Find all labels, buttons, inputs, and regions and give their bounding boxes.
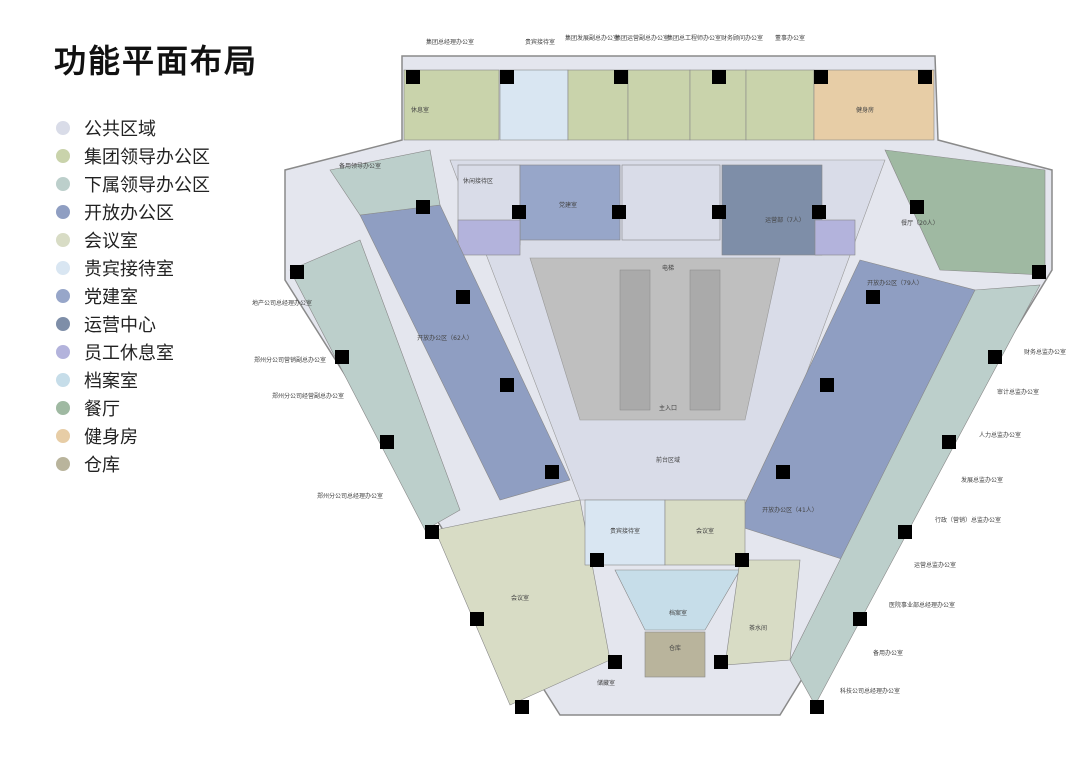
legend-item-dining: 餐厅 <box>56 394 210 422</box>
label-right2: 审计总监办公室 <box>997 388 1039 396</box>
legend-item-vip: 贵宾接待室 <box>56 254 210 282</box>
label-party: 党建室 <box>559 201 577 209</box>
legend-label: 员工休息室 <box>84 343 174 364</box>
room-store <box>644 631 706 678</box>
label-openleft: 开放办公区（62人） <box>417 334 473 342</box>
label-right1: 财务总监办公室 <box>1024 348 1066 356</box>
legend-label: 仓库 <box>84 455 120 476</box>
legend-swatch <box>56 261 70 275</box>
label-lounge: 休闲接待区 <box>463 177 493 185</box>
label-archive: 档案室 <box>669 609 687 617</box>
legend-item-archive: 档案室 <box>56 366 210 394</box>
legend-label: 下属领导办公区 <box>84 175 210 196</box>
structural-columns <box>290 70 1046 714</box>
room-meeting-right <box>724 559 801 666</box>
legend-item-open-office: 开放办公区 <box>56 198 210 226</box>
label-left2: 地产公司总经理办公室 <box>252 299 312 307</box>
legend-swatch <box>56 177 70 191</box>
label-openright: 开放办公区（79人） <box>867 279 923 287</box>
legend-item-gym: 健身房 <box>56 422 210 450</box>
label-reserve: 储藏室 <box>597 679 615 687</box>
room-archive <box>614 569 741 631</box>
legend-swatch <box>56 345 70 359</box>
label-openlower: 开放办公区（41人） <box>762 506 818 514</box>
room-meeting <box>664 499 746 566</box>
label-left3: 郑州分公司营销副总办公室 <box>254 356 326 364</box>
room-rest-right <box>814 219 856 256</box>
legend-item-public: 公共区域 <box>56 114 210 142</box>
core-shaft <box>619 269 651 411</box>
label-rest: 休息室 <box>411 106 429 114</box>
room-top6 <box>745 69 815 141</box>
label-top2: 贵宾接待室 <box>525 38 555 46</box>
label-core: 电梯 <box>662 264 674 272</box>
label-store: 仓库 <box>669 644 681 652</box>
legend-swatch <box>56 121 70 135</box>
legend-swatch <box>56 457 70 471</box>
legend-label: 公共区域 <box>84 119 156 140</box>
label-pantry: 茶水间 <box>749 624 767 632</box>
legend-item-rest: 员工休息室 <box>56 338 210 366</box>
legend-label: 党建室 <box>84 287 138 308</box>
legend-swatch <box>56 289 70 303</box>
legend-swatch <box>56 233 70 247</box>
core-shaft <box>689 269 721 411</box>
label-left1: 备用领导办公室 <box>339 162 381 170</box>
legend-label: 集团领导办公区 <box>84 147 210 168</box>
legend-label: 会议室 <box>84 231 138 252</box>
legend-item-storage: 仓库 <box>56 450 210 478</box>
label-right3: 人力总监办公室 <box>979 431 1021 439</box>
label-meeting: 会议室 <box>696 527 714 535</box>
label-ops: 运营部（7人） <box>765 216 805 224</box>
room-ops <box>721 164 823 256</box>
legend-swatch <box>56 149 70 163</box>
room-center <box>621 164 721 241</box>
legend-item-party: 党建室 <box>56 282 210 310</box>
legend-item-sub-leader: 下属领导办公区 <box>56 170 210 198</box>
legend-item-ops: 运营中心 <box>56 310 210 338</box>
legend-label: 餐厅 <box>84 399 120 420</box>
legend-swatch <box>56 317 70 331</box>
label-top3: 集团发展副总办公室 <box>565 34 619 42</box>
legend-label: 开放办公区 <box>84 203 174 224</box>
label-top6: 财务顾问办公室 <box>721 34 763 42</box>
legend-label: 运营中心 <box>84 315 156 336</box>
label-right8: 备用办公室 <box>873 649 903 657</box>
room-party <box>519 164 621 241</box>
legend-swatch <box>56 205 70 219</box>
room-left1 <box>329 149 441 216</box>
label-right9: 科技公司总经理办公室 <box>840 687 900 695</box>
label-gym: 健身房 <box>856 106 874 114</box>
label-dining: 餐厅（20人） <box>901 219 939 227</box>
legend: 公共区域 集团领导办公区 下属领导办公区 开放办公区 会议室 贵宾接待室 党建室… <box>56 114 210 478</box>
label-right6: 运营总监办公室 <box>914 561 956 569</box>
legend-label: 健身房 <box>84 427 138 448</box>
label-bigmeeting: 会议室 <box>511 594 529 602</box>
label-right7: 医院事业部总经理办公室 <box>889 601 955 609</box>
legend-label: 档案室 <box>84 371 138 392</box>
label-top1: 集团总经理办公室 <box>426 38 474 46</box>
legend-swatch <box>56 373 70 387</box>
legend-item-meeting: 会议室 <box>56 226 210 254</box>
legend-item-group-leader: 集团领导办公区 <box>56 142 210 170</box>
room-gym <box>813 69 935 141</box>
page-title: 功能平面布局 <box>54 42 259 80</box>
room-top4 <box>627 69 691 141</box>
label-top4: 集团运营副总办公室 <box>615 34 669 42</box>
label-right5: 行政（营销）总监办公室 <box>935 516 1001 524</box>
legend-swatch <box>56 401 70 415</box>
label-left4: 郑州分公司经营副总办公室 <box>272 392 344 400</box>
label-right4: 发展总监办公室 <box>961 476 1003 484</box>
label-lobby: 前台区域 <box>656 456 680 464</box>
label-top5: 集团总工程师办公室 <box>667 34 721 42</box>
legend-label: 贵宾接待室 <box>84 259 174 280</box>
label-left5: 郑州分公司总经理办公室 <box>317 492 383 500</box>
legend-swatch <box>56 429 70 443</box>
room-rest-left <box>457 219 521 256</box>
label-entrance: 主入口 <box>659 404 677 412</box>
label-top7: 董事办公室 <box>775 34 805 42</box>
label-vip: 贵宾接待室 <box>610 527 640 535</box>
